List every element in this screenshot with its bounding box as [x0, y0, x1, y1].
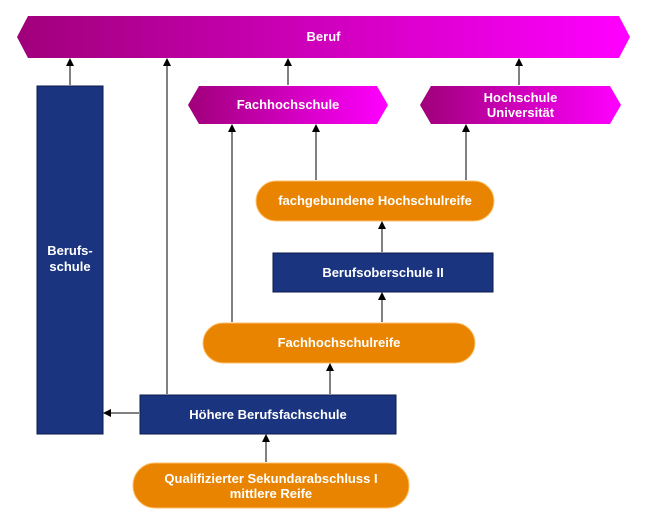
fachhochschulreife-label: Fachhochschulreife [277, 335, 401, 350]
berufsoberschule-label: Berufsoberschule II [322, 264, 444, 280]
hochschule-label: Hochschule Universität [483, 90, 558, 120]
fachhochschule-shape [188, 86, 388, 124]
qualifizierter-label: Qualifizierter Sekundarabschluss I mittl… [164, 470, 378, 501]
beruf-shape [17, 16, 630, 58]
qualifizierter-shape [132, 462, 410, 509]
berufsschule-label: Berufs- schule [47, 243, 93, 274]
hochschule-shape [420, 86, 621, 124]
fachgebundene-label: fachgebundene Hochschulreife [278, 193, 472, 208]
hoehere-shape [139, 394, 397, 435]
fachhochschule-label: Fachhochschule [236, 97, 340, 112]
hoehere-label: Höhere Berufsfachschule [189, 406, 347, 422]
fachhochschulreife-shape [202, 322, 476, 364]
beruf-label: Beruf [306, 29, 341, 44]
fachgebundene-shape [255, 180, 495, 222]
berufsoberschule-shape [272, 252, 494, 293]
berufsschule-shape [36, 85, 104, 435]
